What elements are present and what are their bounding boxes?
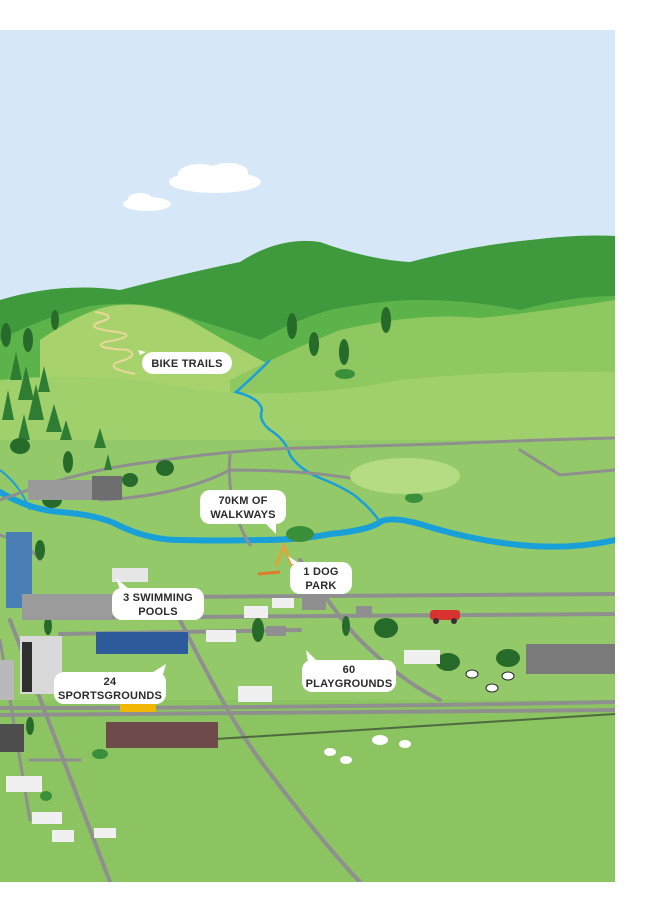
walkways-label-line1: 70KM OF [218, 495, 267, 507]
bus [120, 702, 156, 712]
bike-trails-label: BIKE TRAILS [151, 358, 222, 370]
playground-frame [274, 541, 294, 567]
dog-park-label-line2: PARK [305, 580, 336, 592]
stream [233, 359, 382, 523]
pools-label-line2: POOLS [138, 606, 178, 618]
sportsgrounds-label-line2: SPORTSGROUNDS [58, 690, 162, 702]
stream-left [0, 469, 31, 511]
park-lawn [350, 458, 460, 494]
sportsgrounds-label-line1: 24 [104, 676, 117, 688]
callout-dog-park: 1 DOG PARK [288, 556, 352, 594]
callout-walkways: 70KM OF WALKWAYS [200, 490, 286, 534]
dog-park-label-line1: 1 DOG [303, 566, 338, 578]
callout-swimming-pools: 3 SWIMMING POOLS [112, 578, 204, 620]
sheep [324, 735, 411, 764]
pools-label-line1: 3 SWIMMING [123, 592, 193, 604]
playgrounds-label-line2: PLAYGROUNDS [306, 678, 393, 690]
seesaw [257, 570, 281, 576]
plains-lower [0, 700, 615, 882]
walkways-label-line2: WALKWAYS [210, 509, 275, 521]
clouds [123, 163, 261, 211]
railway [199, 713, 615, 741]
callout-bike-trails: BIKE TRAILS [138, 350, 232, 374]
bike-trail-path [93, 311, 136, 375]
car [430, 610, 460, 624]
forest [1, 307, 520, 801]
callout-playgrounds: 60 PLAYGROUNDS [302, 650, 396, 692]
callout-sportsgrounds: 24 SPORTSGROUNDS [54, 664, 166, 704]
cows [465, 669, 515, 693]
playgrounds-label-line1: 60 [343, 664, 356, 676]
